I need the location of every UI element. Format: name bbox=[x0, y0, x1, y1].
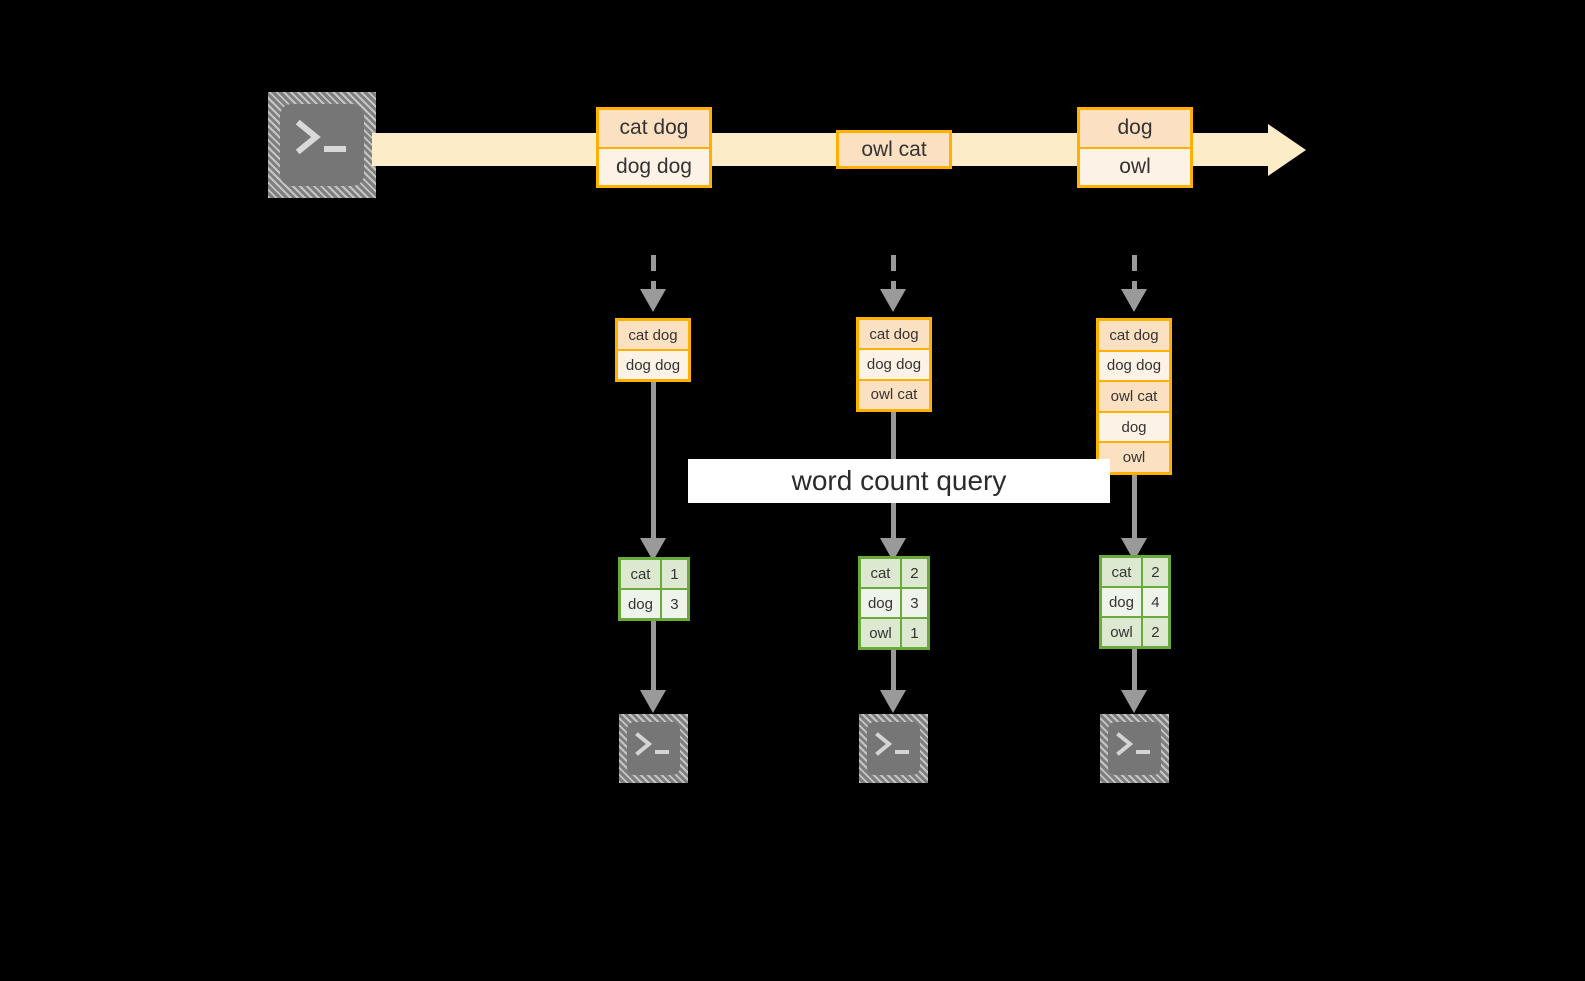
terminal-prompt-glyph bbox=[875, 732, 909, 756]
terminal-screen bbox=[626, 721, 681, 776]
query-caption-band: word count query bbox=[688, 459, 1110, 503]
snapshot-line: dog bbox=[1099, 412, 1169, 444]
snapshot-line: owl cat bbox=[859, 380, 929, 409]
result-row: owl 1 bbox=[861, 619, 927, 647]
snapshot-table[interactable]: cat dog dog dog owl cat bbox=[856, 317, 932, 412]
source-terminal-icon bbox=[268, 92, 376, 198]
stream-record-line: owl bbox=[1080, 148, 1190, 185]
result-to-sink-connector bbox=[1132, 649, 1137, 693]
terminal-screen bbox=[1107, 721, 1162, 776]
stream-record[interactable]: dog owl bbox=[1077, 107, 1193, 188]
result-word: cat bbox=[621, 560, 662, 588]
snapshot-line: cat dog bbox=[859, 320, 929, 351]
result-to-sink-arrowhead bbox=[1121, 690, 1147, 713]
stream-to-snapshot-arrowhead bbox=[640, 289, 666, 312]
result-word: owl bbox=[861, 619, 902, 647]
snapshot-table[interactable]: cat dog dog dog owl cat dog owl bbox=[1096, 318, 1172, 475]
result-row: dog 4 bbox=[1102, 588, 1168, 618]
result-to-sink-arrowhead bbox=[640, 690, 666, 713]
snapshot-table[interactable]: cat dog dog dog bbox=[615, 318, 691, 382]
snapshot-line: dog dog bbox=[859, 350, 929, 381]
result-word: dog bbox=[1102, 588, 1143, 616]
snapshot-line: owl cat bbox=[1099, 382, 1169, 413]
snapshot-to-result-arrowhead bbox=[880, 538, 906, 561]
result-row: dog 3 bbox=[861, 589, 927, 619]
sink-terminal-icon bbox=[859, 714, 928, 783]
result-count: 2 bbox=[1142, 558, 1168, 586]
snapshot-line: cat dog bbox=[618, 321, 688, 351]
stream-record-line: dog dog bbox=[599, 148, 709, 185]
result-table[interactable]: cat 1 dog 3 bbox=[618, 557, 690, 621]
result-word: dog bbox=[861, 589, 902, 617]
stream-record-line: dog bbox=[1080, 110, 1190, 149]
snapshot-line: owl bbox=[1099, 443, 1169, 472]
result-count: 3 bbox=[901, 589, 927, 617]
result-row: cat 2 bbox=[1102, 558, 1168, 588]
terminal-prompt-glyph bbox=[1116, 732, 1150, 756]
stream-record[interactable]: owl cat bbox=[836, 130, 952, 169]
result-word: owl bbox=[1102, 618, 1143, 646]
result-row: dog 3 bbox=[621, 590, 687, 618]
snapshot-line: cat dog bbox=[1099, 321, 1169, 352]
result-table[interactable]: cat 2 dog 4 owl 2 bbox=[1099, 555, 1171, 649]
result-row: cat 2 bbox=[861, 559, 927, 589]
result-to-sink-connector bbox=[891, 650, 896, 693]
result-row: cat 1 bbox=[621, 560, 687, 590]
terminal-prompt-glyph bbox=[295, 119, 346, 155]
stream-to-snapshot-connector bbox=[1132, 255, 1137, 297]
snapshot-line: dog dog bbox=[1099, 351, 1169, 383]
result-count: 1 bbox=[661, 560, 687, 588]
result-word: cat bbox=[861, 559, 902, 587]
snapshot-to-result-connector bbox=[651, 382, 656, 543]
stream-to-snapshot-arrowhead bbox=[880, 289, 906, 312]
stream-record[interactable]: cat dog dog dog bbox=[596, 107, 712, 188]
result-count: 2 bbox=[1142, 618, 1168, 646]
snapshot-to-result-arrowhead bbox=[640, 538, 666, 561]
result-count: 3 bbox=[661, 590, 687, 618]
result-row: owl 2 bbox=[1102, 618, 1168, 646]
stream-record-line: cat dog bbox=[599, 110, 709, 149]
result-word: cat bbox=[1102, 558, 1143, 586]
result-to-sink-connector bbox=[651, 621, 656, 693]
result-table[interactable]: cat 2 dog 3 owl 1 bbox=[858, 556, 930, 650]
result-count: 1 bbox=[901, 619, 927, 647]
terminal-screen bbox=[866, 721, 921, 776]
query-caption-label: word count query bbox=[791, 465, 1007, 496]
stream-record-line: owl cat bbox=[839, 133, 949, 166]
stream-to-snapshot-arrowhead bbox=[1121, 289, 1147, 312]
result-count: 2 bbox=[901, 559, 927, 587]
sink-terminal-icon bbox=[619, 714, 688, 783]
snapshot-line: dog dog bbox=[618, 351, 688, 379]
sink-terminal-icon bbox=[1100, 714, 1169, 783]
stream-to-snapshot-connector bbox=[651, 255, 656, 297]
event-stream-arrowhead bbox=[1268, 124, 1306, 176]
terminal-screen bbox=[279, 103, 365, 187]
result-word: dog bbox=[621, 590, 662, 618]
terminal-prompt-glyph bbox=[635, 732, 669, 756]
stream-to-snapshot-connector bbox=[891, 255, 896, 297]
snapshot-to-result-connector bbox=[1132, 475, 1137, 543]
result-count: 4 bbox=[1142, 588, 1168, 616]
result-to-sink-arrowhead bbox=[880, 690, 906, 713]
